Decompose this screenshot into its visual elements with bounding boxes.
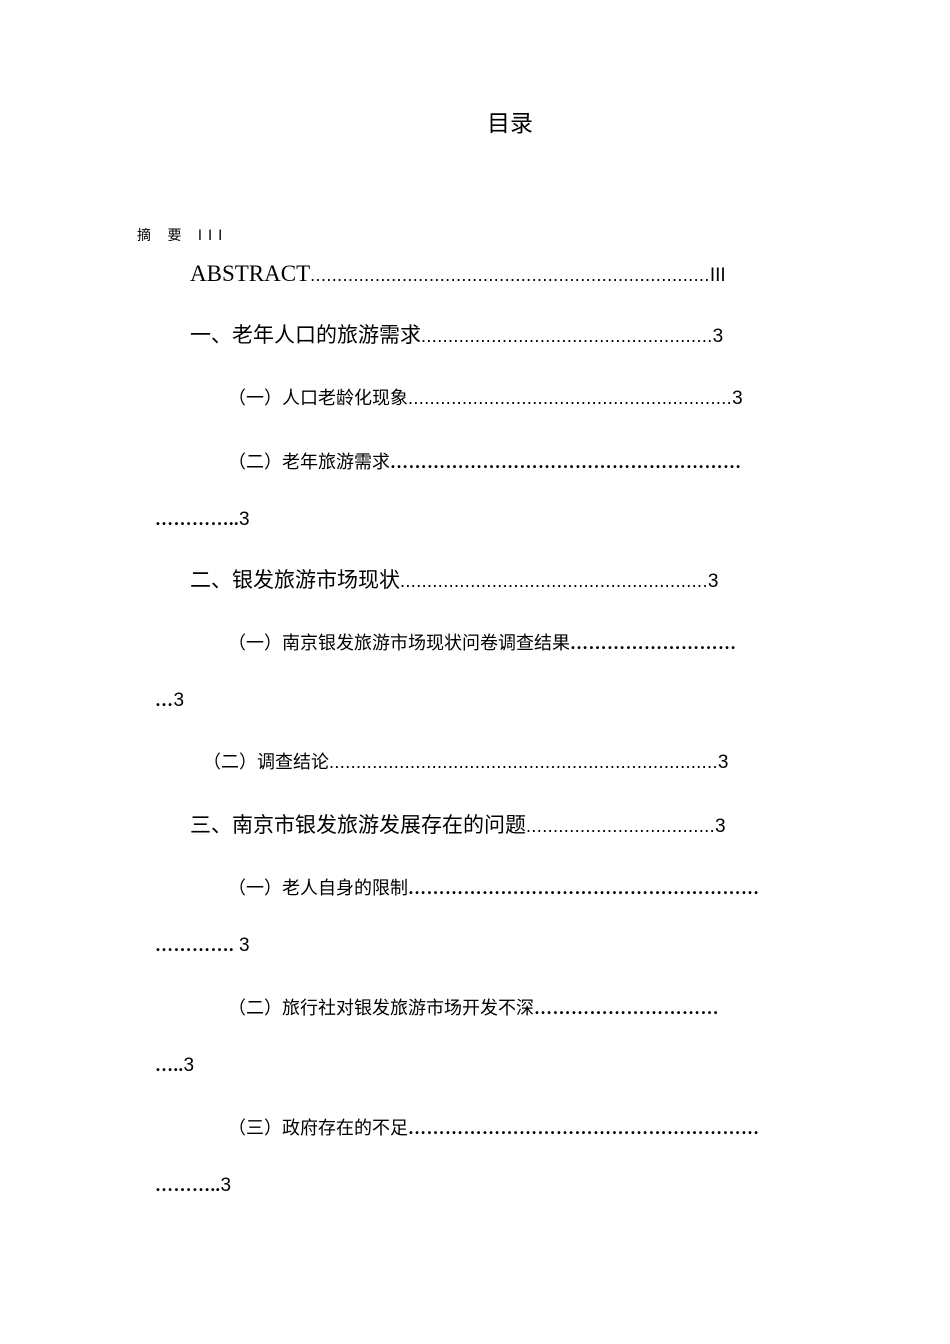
toc-page-number: 3 — [239, 509, 250, 530]
toc-entry-section-3-1[interactable]: （一）老人自身的限制………………………………………………… — [228, 879, 760, 898]
toc-entry-abstract-cn[interactable]: 摘 要 III — [137, 228, 229, 244]
toc-page-number: 3 — [707, 571, 719, 592]
toc-leader: ........................................… — [400, 571, 708, 591]
toc-entry-section-1-1[interactable]: （一）人口老龄化现象..............................… — [228, 389, 743, 408]
toc-entry-section-1-2-continued[interactable]: …………..3 — [155, 510, 250, 529]
toc-leader: ................................... — [526, 816, 716, 836]
toc-entry-section-1[interactable]: 一、老年人口的旅游需求.............................… — [190, 323, 724, 347]
toc-page-number: 3 — [239, 935, 250, 956]
toc-leader: ….. — [155, 1055, 184, 1075]
toc-page-number: 3 — [715, 816, 726, 837]
toc-entry-label: ABSTRACT — [190, 261, 311, 286]
toc-entry-section-3-2-continued[interactable]: …..3 — [155, 1056, 194, 1075]
toc-entry-section-2-1-continued[interactable]: …3 — [155, 691, 184, 710]
toc-entry-label: （一）老人自身的限制 — [228, 878, 408, 899]
toc-leader: ……….. — [155, 1175, 221, 1195]
toc-entry-section-3-3-continued[interactable]: ………..3 — [155, 1176, 231, 1195]
toc-title: 目录 — [487, 111, 533, 137]
toc-entry-label: （二）旅行社对银发旅游市场开发不深 — [228, 998, 534, 1019]
toc-page-number: 3 — [732, 388, 743, 409]
toc-page-number: 3 — [183, 1055, 195, 1076]
toc-leader: … — [155, 690, 174, 710]
toc-leader: ……………………… — [570, 633, 737, 653]
toc-leader: ………………………………………………… — [408, 878, 760, 898]
toc-page-number: 3 — [220, 1175, 232, 1196]
toc-leader: ........................................… — [329, 752, 718, 772]
toc-page-number: 3 — [712, 326, 724, 347]
toc-leader: ………….. — [155, 509, 239, 529]
toc-entry-label: 二、银发旅游市场现状 — [190, 568, 400, 592]
toc-entry-label: 一、老年人口的旅游需求 — [190, 323, 421, 347]
toc-entry-label: （二）调查结论 — [203, 752, 329, 773]
toc-leader: ........................................… — [421, 326, 713, 346]
toc-leader: ........................................… — [408, 388, 733, 408]
toc-leader: …………. — [155, 935, 239, 955]
toc-leader: ………………………………………………… — [390, 452, 742, 472]
toc-entry-label: （一）人口老龄化现象 — [228, 388, 408, 409]
toc-entry-label: （三）政府存在的不足 — [228, 1118, 408, 1139]
toc-entry-section-1-2[interactable]: （二）老年旅游需求………………………………………………… — [228, 453, 742, 472]
toc-entry-section-2-1[interactable]: （一）南京银发旅游市场现状问卷调查结果……………………… — [228, 634, 737, 653]
toc-leader: ………………………… — [534, 998, 719, 1018]
toc-entry-section-3-2[interactable]: （二）旅行社对银发旅游市场开发不深………………………… — [228, 999, 719, 1018]
toc-entry-section-3[interactable]: 三、南京市银发旅游发展存在的问题........................… — [190, 813, 726, 837]
toc-page-number: 3 — [173, 690, 185, 711]
toc-entry-label: （二）老年旅游需求 — [228, 452, 390, 473]
toc-entry-section-3-3[interactable]: （三）政府存在的不足………………………………………………… — [228, 1119, 760, 1138]
toc-entry-label: （一）南京银发旅游市场现状问卷调查结果 — [228, 633, 570, 654]
toc-entry-section-3-1-continued[interactable]: …………. 3 — [155, 936, 250, 955]
toc-entry-label: 三、南京市银发旅游发展存在的问题 — [190, 813, 526, 837]
toc-entry-section-2-2[interactable]: （二）调查结论.................................… — [203, 753, 728, 772]
toc-leader: ………………………………………………… — [408, 1118, 760, 1138]
toc-page-number: III — [709, 265, 726, 286]
toc-leader: ........................................… — [310, 265, 710, 285]
toc-entry-abstract-en[interactable]: ABSTRACT................................… — [190, 262, 726, 285]
toc-page-number: 3 — [717, 752, 729, 773]
toc-entry-section-2[interactable]: 二、银发旅游市场现状..............................… — [190, 568, 719, 592]
